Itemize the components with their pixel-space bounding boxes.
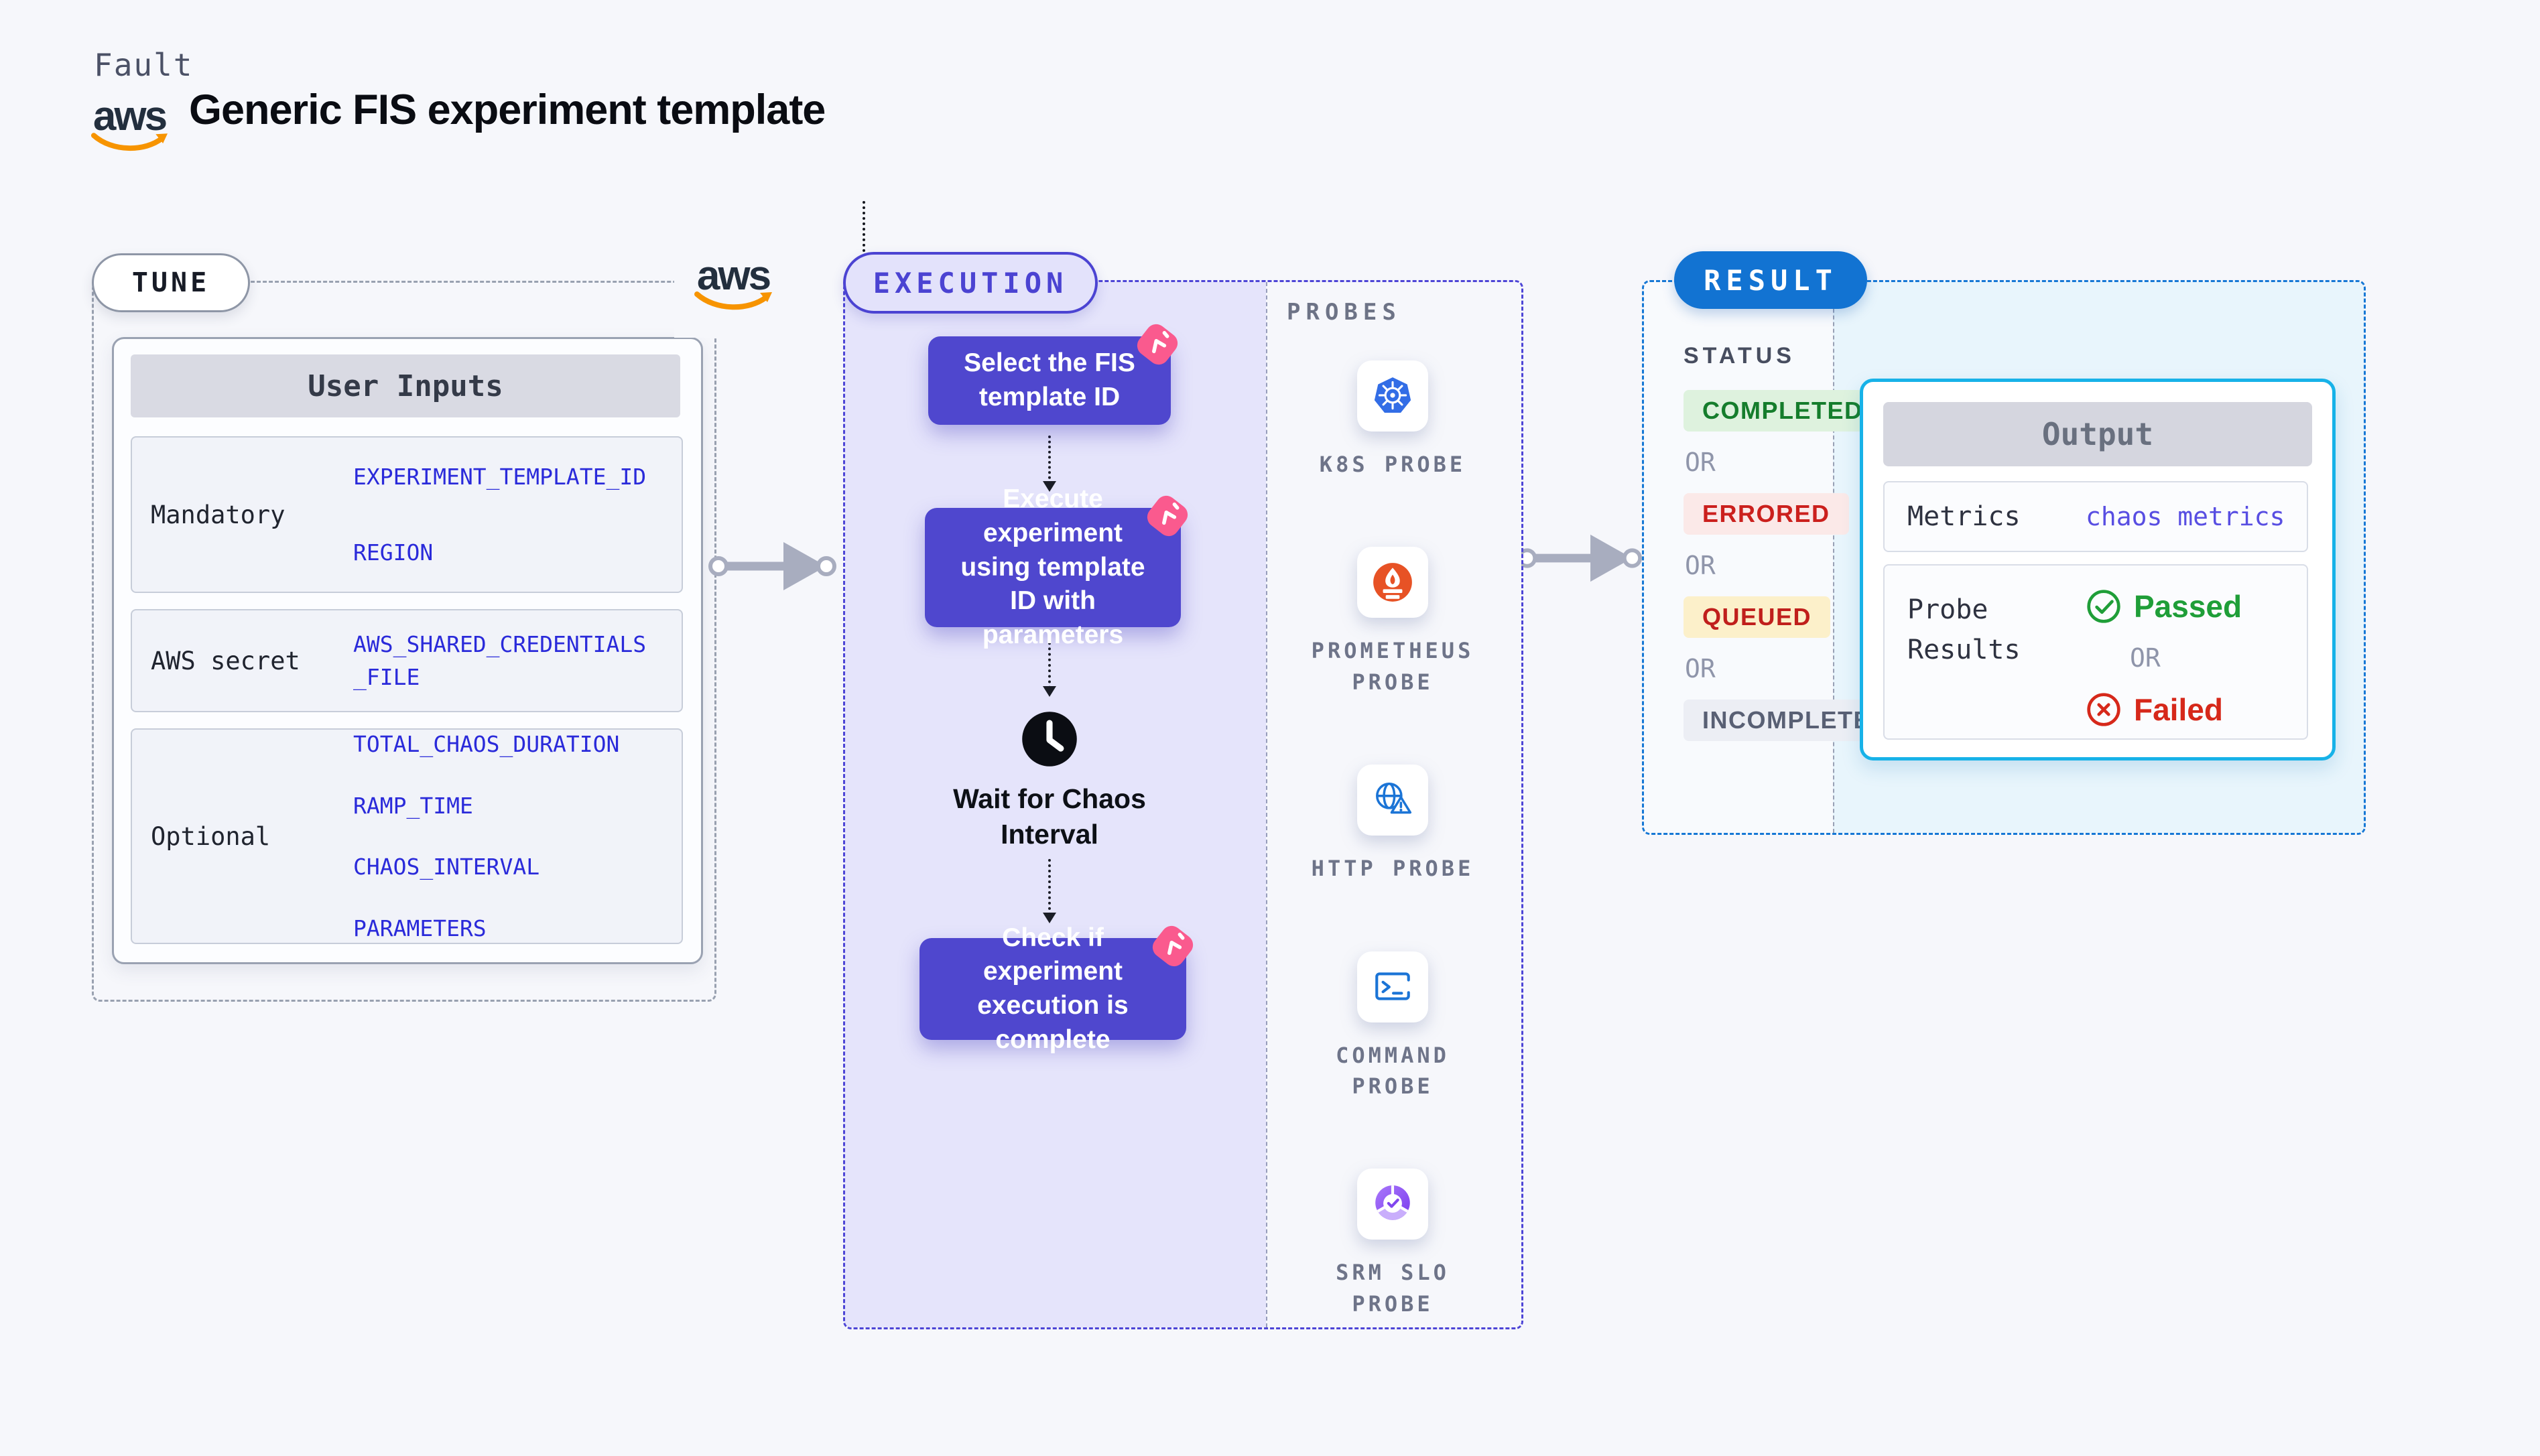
env-var: TOTAL_CHAOS_DURATION xyxy=(353,731,620,757)
page-title: Generic FIS experiment template xyxy=(189,86,826,133)
clock-icon xyxy=(1022,712,1077,767)
execution-flow-zone xyxy=(845,282,1266,1327)
output-card: Output Metrics chaos metrics Probe Resul… xyxy=(1860,379,2336,760)
result-badge: RESULT xyxy=(1674,251,1867,309)
probe-item-prometheus: PROMETHEUS PROBE xyxy=(1309,547,1476,698)
execution-badge: EXECUTION xyxy=(843,252,1098,314)
probes-list: K8S PROBE PROMETHEUS PROBE xyxy=(1306,360,1480,1319)
passed-result: Passed xyxy=(2086,588,2242,624)
kubernetes-icon xyxy=(1374,377,1411,413)
failed-result: Failed xyxy=(2086,691,2242,728)
status-title: STATUS xyxy=(1684,343,1795,369)
env-var: PARAMETERS xyxy=(353,915,487,941)
optional-row: Optional TOTAL_CHAOS_DURATION RAMP_TIME … xyxy=(131,728,683,944)
terminal-icon xyxy=(1375,972,1410,1000)
aws-logo-corner-wrap: aws xyxy=(674,233,792,338)
prometheus-icon xyxy=(1373,563,1412,602)
mandatory-row: Mandatory EXPERIMENT_TEMPLATE_ID REGION xyxy=(131,436,683,593)
or-separator: OR xyxy=(2130,643,2161,673)
passed-label: Passed xyxy=(2134,589,2242,624)
aws-logo-text: aws xyxy=(92,93,168,139)
chaos-icon xyxy=(1137,324,1178,365)
probes-title: PROBES xyxy=(1287,299,1401,326)
env-var: AWS_SHARED_CREDENTIALS_FILE xyxy=(353,631,647,691)
probe-card xyxy=(1357,765,1428,836)
chaos-metrics-link[interactable]: chaos metrics xyxy=(2086,502,2285,531)
row-label: AWS secret xyxy=(151,646,300,675)
output-header: Output xyxy=(1883,402,2312,466)
flow-arrow xyxy=(1043,859,1056,923)
aws-smile-icon xyxy=(90,132,168,151)
execution-panel xyxy=(843,280,1523,1329)
step-label: Execute experiment using template ID wit… xyxy=(960,484,1145,650)
chaos-icon xyxy=(1147,495,1188,537)
step-label: Check if experiment execution is complet… xyxy=(977,923,1129,1054)
env-var: REGION xyxy=(353,539,434,566)
http-globe-icon xyxy=(1376,783,1412,814)
tune-badge: TUNE xyxy=(92,253,250,312)
failed-label: Failed xyxy=(2134,692,2223,727)
probe-item-command: COMMAND PROBE xyxy=(1309,951,1476,1102)
step-check-complete: Check if experiment execution is complet… xyxy=(919,923,1194,1054)
step-label: Select the FIS template ID xyxy=(964,348,1135,411)
tune-to-execution-arrow xyxy=(708,542,836,590)
aws-logo: aws xyxy=(90,93,169,153)
status-zone xyxy=(1644,282,1833,833)
env-var: EXPERIMENT_TEMPLATE_ID xyxy=(353,463,647,490)
env-var: CHAOS_INTERVAL xyxy=(353,854,540,880)
status-badge-queued: QUEUED xyxy=(1684,596,1831,638)
status-badge-errored: ERRORED xyxy=(1684,493,1849,535)
aws-secret-row: AWS secret AWS_SHARED_CREDENTIALS_FILE xyxy=(131,609,683,712)
probe-card xyxy=(1357,951,1428,1022)
status-badge-incompleted: INCOMPLETED xyxy=(1684,700,1908,741)
step-select-template: Select the FIS template ID xyxy=(928,324,1178,425)
chaos-icon xyxy=(1152,925,1194,967)
execution-stub-line xyxy=(863,201,865,252)
tune-panel xyxy=(92,281,716,1002)
x-circle-icon xyxy=(2087,693,2120,726)
check-circle-icon xyxy=(2087,590,2120,623)
env-var: RAMP_TIME xyxy=(353,792,473,819)
status-badge-completed: COMPLETED xyxy=(1684,390,1882,432)
metrics-label: Metrics xyxy=(1907,501,2021,532)
aws-smile-icon xyxy=(694,291,772,310)
execution-to-result-arrow xyxy=(1517,534,1643,582)
probe-results-row: Probe Results Passed OR Failed xyxy=(1883,564,2308,740)
probe-item-http: HTTP PROBE xyxy=(1309,765,1476,884)
or-separator: OR xyxy=(1685,654,1716,683)
probe-card xyxy=(1357,1169,1428,1240)
probe-label: SRM SLO PROBE xyxy=(1336,1260,1450,1317)
probe-label: K8S PROBE xyxy=(1319,452,1466,477)
probe-card xyxy=(1357,547,1428,618)
slo-gauge-icon xyxy=(1375,1185,1410,1221)
brand-label: Fault xyxy=(94,47,194,83)
step-execute-experiment: Execute experiment using template ID wit… xyxy=(925,484,1188,649)
aws-logo-text: aws xyxy=(696,252,771,299)
status-list: COMPLETED OR ERRORED OR QUEUED OR INCOMP… xyxy=(1684,390,1908,741)
or-separator: OR xyxy=(1685,448,1716,477)
row-label: Mandatory xyxy=(151,500,285,529)
user-inputs-header: User Inputs xyxy=(131,354,680,417)
probe-card xyxy=(1357,360,1428,432)
probe-results-label: Probe Results xyxy=(1907,594,2021,665)
probe-label: COMMAND PROBE xyxy=(1336,1042,1450,1099)
flow-arrow xyxy=(1043,436,1056,492)
probe-label: HTTP PROBE xyxy=(1311,856,1474,882)
metrics-row: Metrics chaos metrics xyxy=(1883,481,2308,552)
flow-arrow xyxy=(1043,637,1056,697)
row-label: Optional xyxy=(151,821,271,851)
or-separator: OR xyxy=(1685,551,1716,580)
aws-logo: aws xyxy=(693,252,773,313)
probe-label: PROMETHEUS PROBE xyxy=(1311,638,1474,695)
probe-item-srm-slo: SRM SLO PROBE xyxy=(1309,1169,1476,1319)
step-wait-interval: Wait for Chaos Interval xyxy=(953,783,1146,850)
probe-item-k8s: K8S PROBE xyxy=(1309,360,1476,480)
